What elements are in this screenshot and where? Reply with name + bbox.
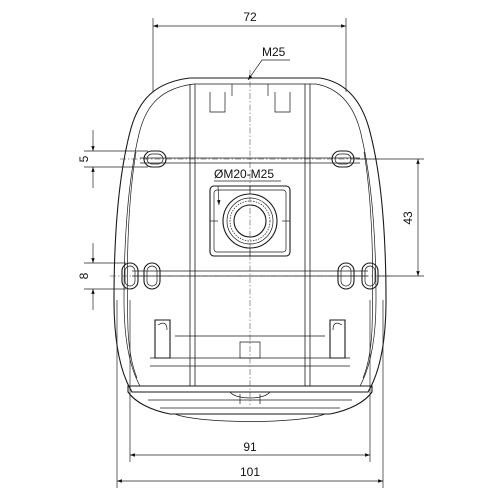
dimension-top-width: 72 — [152, 10, 347, 92]
thread-label: M25 — [262, 45, 286, 59]
housing-outline — [113, 77, 387, 393]
dimension-8-label: 8 — [77, 272, 91, 279]
dimension-overall-width: 101 — [116, 300, 384, 488]
dimension-slot-lower: 8 — [77, 243, 126, 310]
dimension-inner-width: 91 — [129, 300, 371, 462]
center-lines — [110, 70, 390, 405]
dimension-slot-upper: 5 — [77, 130, 148, 188]
dimension-91-label: 91 — [243, 440, 257, 454]
entry-hole-callout: ØM20-M25 — [214, 167, 281, 206]
dimension-101-label: 101 — [240, 465, 260, 479]
top-recesses — [209, 84, 291, 113]
dimension-72-label: 72 — [243, 10, 257, 24]
thread-callout: M25 — [247, 45, 290, 81]
entry-hole-label: ØM20-M25 — [214, 167, 274, 181]
dimension-5-label: 5 — [77, 155, 91, 162]
dimension-hole-spacing: 43 — [356, 158, 424, 277]
dimension-43-label: 43 — [401, 211, 415, 225]
